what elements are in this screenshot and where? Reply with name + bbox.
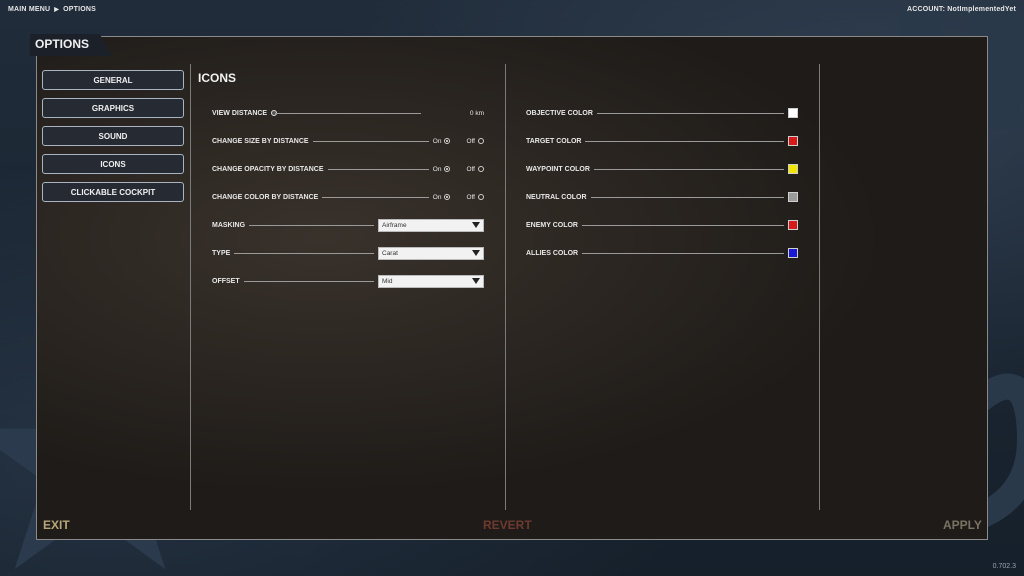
row-leader-line xyxy=(593,168,784,170)
breadcrumb-separator-icon: ▶ xyxy=(54,7,60,13)
change-opacity-off-option[interactable]: Off xyxy=(466,166,484,173)
breadcrumb-main-menu[interactable]: MAIN MENU xyxy=(8,6,51,13)
change-size-row: CHANGE SIZE BY DISTANCE On Off xyxy=(212,135,484,147)
section-title: ICONS xyxy=(198,71,237,85)
off-label: Off xyxy=(466,165,475,173)
dropdown-arrow-icon xyxy=(472,278,480,284)
waypoint-color-swatch[interactable] xyxy=(788,164,798,174)
nav-clickable-cockpit-button[interactable]: CLICKABLE COCKPIT xyxy=(42,182,184,202)
change-color-off-radio[interactable] xyxy=(478,194,484,200)
target-color-swatch[interactable] xyxy=(788,136,798,146)
enemy-color-label: ENEMY COLOR xyxy=(526,221,578,229)
account-label: ACCOUNT: NotImplementedYet xyxy=(906,6,1016,13)
on-label: On xyxy=(432,165,442,173)
offset-label: OFFSET xyxy=(212,277,240,285)
on-label: On xyxy=(432,193,442,201)
row-leader-line xyxy=(322,196,429,198)
version-label: 0.702.3 xyxy=(992,563,1016,570)
nav-sound-button[interactable]: SOUND xyxy=(42,126,184,146)
row-leader-line xyxy=(596,112,784,114)
change-opacity-off-radio[interactable] xyxy=(478,166,484,172)
target-color-row: TARGET COLOR xyxy=(526,135,798,147)
nav-general-button[interactable]: GENERAL xyxy=(42,70,184,90)
row-leader-line xyxy=(243,280,374,282)
row-leader-line xyxy=(234,252,374,254)
on-label: On xyxy=(432,137,442,145)
masking-label: MASKING xyxy=(212,221,246,229)
type-label: TYPE xyxy=(212,249,231,257)
change-size-on-radio[interactable] xyxy=(444,138,451,144)
allies-color-swatch[interactable] xyxy=(788,248,798,258)
change-color-row: CHANGE COLOR BY DISTANCE On Off xyxy=(212,191,484,203)
change-size-label: CHANGE SIZE BY DISTANCE xyxy=(212,137,309,145)
exit-button[interactable]: EXIT xyxy=(43,518,70,532)
nav-graphics-button[interactable]: GRAPHICS xyxy=(42,98,184,118)
dropdown-arrow-icon xyxy=(472,222,480,228)
breadcrumb-options: OPTIONS xyxy=(63,6,96,13)
objective-color-row: OBJECTIVE COLOR xyxy=(526,107,798,119)
waypoint-color-row: WAYPOINT COLOR xyxy=(526,163,798,175)
waypoint-color-label: WAYPOINT COLOR xyxy=(526,165,590,173)
view-distance-value: 0 km xyxy=(469,109,484,117)
top-bar: MAIN MENU ▶ OPTIONS ACCOUNT: NotImplemen… xyxy=(8,6,1016,18)
change-size-on-option[interactable]: On xyxy=(433,138,451,145)
breadcrumb: MAIN MENU ▶ OPTIONS xyxy=(8,6,96,13)
options-nav: GENERAL GRAPHICS SOUND ICONS CLICKABLE C… xyxy=(42,70,184,210)
allies-color-label: ALLIES COLOR xyxy=(526,249,579,257)
view-distance-label: VIEW DISTANCE xyxy=(212,109,268,117)
change-color-on-radio[interactable] xyxy=(444,194,451,200)
neutral-color-label: NEUTRAL COLOR xyxy=(526,193,587,201)
off-label: Off xyxy=(466,193,475,201)
enemy-color-swatch[interactable] xyxy=(788,220,798,230)
objective-color-swatch[interactable] xyxy=(788,108,798,118)
view-distance-row: VIEW DISTANCE 0 km xyxy=(212,107,484,119)
divider-left xyxy=(190,64,191,510)
off-label: Off xyxy=(466,137,475,145)
change-size-off-option[interactable]: Off xyxy=(466,138,484,145)
row-leader-line xyxy=(327,168,429,170)
neutral-color-row: NEUTRAL COLOR xyxy=(526,191,798,203)
row-leader-line xyxy=(585,140,784,142)
allies-color-row: ALLIES COLOR xyxy=(526,247,798,259)
revert-button[interactable]: REVERT xyxy=(483,518,532,532)
divider-middle xyxy=(505,64,506,510)
type-dropdown[interactable]: Carat xyxy=(378,246,484,260)
offset-selected-value: Mid xyxy=(382,277,393,285)
enemy-color-row: ENEMY COLOR xyxy=(526,219,798,231)
row-leader-line xyxy=(582,252,784,254)
type-row: TYPE Carat xyxy=(212,246,484,260)
type-selected-value: Carat xyxy=(382,249,398,257)
offset-dropdown[interactable]: Mid xyxy=(378,274,484,288)
change-color-on-option[interactable]: On xyxy=(433,194,451,201)
change-color-off-option[interactable]: Off xyxy=(466,194,484,201)
change-color-label: CHANGE COLOR BY DISTANCE xyxy=(212,193,319,201)
change-opacity-on-option[interactable]: On xyxy=(433,166,451,173)
masking-selected-value: Airframe xyxy=(382,221,407,229)
view-distance-slider-track[interactable] xyxy=(275,112,422,114)
objective-color-label: OBJECTIVE COLOR xyxy=(526,109,593,117)
masking-dropdown[interactable]: Airframe xyxy=(378,218,484,232)
row-leader-line xyxy=(590,196,784,198)
row-leader-line xyxy=(249,224,374,226)
neutral-color-swatch[interactable] xyxy=(788,192,798,202)
change-opacity-row: CHANGE OPACITY BY DISTANCE On Off xyxy=(212,163,484,175)
divider-right xyxy=(819,64,820,510)
nav-icons-button[interactable]: ICONS xyxy=(42,154,184,174)
change-size-off-radio[interactable] xyxy=(478,138,484,144)
change-opacity-label: CHANGE OPACITY BY DISTANCE xyxy=(212,165,324,173)
panel-title: OPTIONS xyxy=(30,34,112,56)
change-opacity-on-radio[interactable] xyxy=(444,166,451,172)
apply-button[interactable]: APPLY xyxy=(943,518,982,532)
row-leader-line xyxy=(312,140,429,142)
options-panel xyxy=(36,36,988,540)
masking-row: MASKING Airframe xyxy=(212,218,484,232)
offset-row: OFFSET Mid xyxy=(212,274,484,288)
target-color-label: TARGET COLOR xyxy=(526,137,582,145)
row-leader-line xyxy=(582,224,784,226)
dropdown-arrow-icon xyxy=(472,250,480,256)
